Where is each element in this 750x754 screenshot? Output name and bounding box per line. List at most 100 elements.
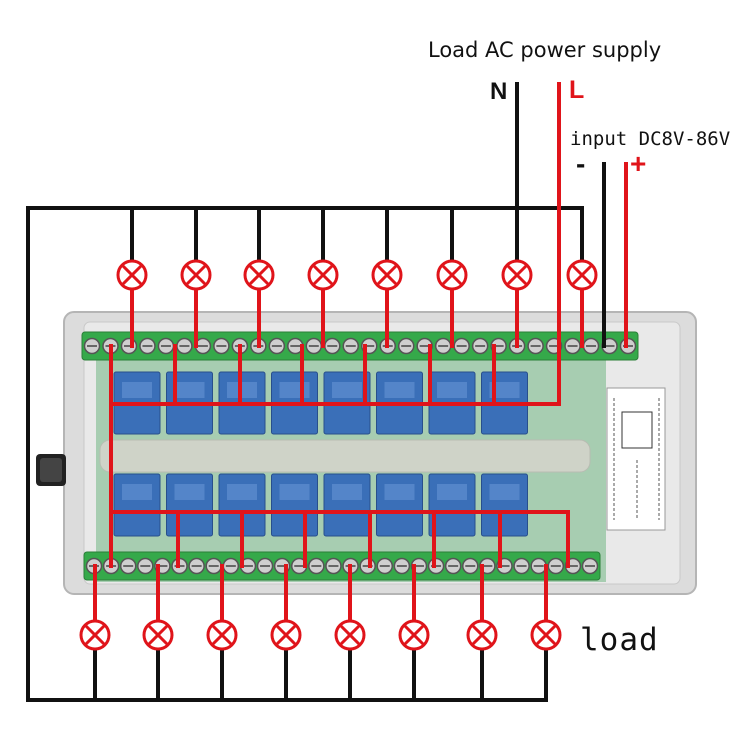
relay-body <box>113 473 161 537</box>
screw-terminal-icon <box>268 337 286 355</box>
screw-terminal-icon <box>462 557 479 575</box>
dc-minus-label: - <box>576 148 586 179</box>
relay-icon <box>428 473 476 537</box>
lamp-icon <box>243 259 275 291</box>
screw-terminal-icon <box>305 337 323 355</box>
screw-terminal-icon <box>139 337 156 355</box>
relay-marking <box>437 484 467 500</box>
lamp-cross <box>441 264 463 286</box>
screw-terminal-icon <box>308 557 325 575</box>
relay-marking <box>489 382 520 398</box>
terminal-strip-top <box>81 331 639 361</box>
relay-body <box>271 473 318 537</box>
lamp-icon <box>270 619 302 651</box>
relay-marking <box>122 382 152 398</box>
lamp-cross <box>211 624 233 646</box>
lamp-cross <box>471 624 493 646</box>
screw-terminal-icon <box>471 337 489 355</box>
screw-terminal-icon <box>513 557 530 575</box>
lamp-icon <box>180 259 212 291</box>
lamp-icon <box>530 619 562 651</box>
relay-marking <box>174 382 205 398</box>
wire <box>26 206 548 702</box>
screw-terminal-icon <box>222 557 240 575</box>
lamps-top <box>116 259 598 291</box>
screw-terminal-icon <box>324 337 341 355</box>
relay-icon <box>481 473 528 537</box>
screw-terminal-icon <box>564 337 581 355</box>
lamp-cross <box>535 624 557 646</box>
screw-terminal-icon <box>393 557 411 575</box>
wires <box>26 82 628 702</box>
lamp-cross <box>312 264 334 286</box>
lamp-cross <box>185 264 207 286</box>
relay-icon <box>113 473 161 537</box>
relay-body <box>481 473 528 537</box>
antenna-knob-icon <box>36 454 66 486</box>
screw-terminal-icon <box>434 337 452 355</box>
relay-marking <box>227 484 257 500</box>
info-label <box>606 387 666 531</box>
screw-terminal-icon <box>176 337 193 355</box>
relay-marking <box>279 382 310 398</box>
relay-marking <box>384 382 415 398</box>
screw-terminal-icon <box>376 557 394 575</box>
lamp-cross <box>339 624 361 646</box>
relay-marking <box>332 484 362 500</box>
lamp-cross <box>376 264 398 286</box>
center-strip <box>99 439 591 473</box>
info-schematic <box>621 411 653 449</box>
lamp-icon <box>436 259 468 291</box>
lamp-cross <box>84 624 106 646</box>
lamp-icon <box>334 619 366 651</box>
screw-terminal-icon <box>581 557 599 575</box>
relay-body <box>376 473 423 537</box>
screw-terminal-icon <box>188 557 205 575</box>
lamp-icon <box>79 619 111 651</box>
relay-marking <box>174 484 205 500</box>
lamp-icon <box>307 259 339 291</box>
load-label: load <box>580 622 659 658</box>
lamp-cross <box>403 624 425 646</box>
relay-marking <box>489 484 520 500</box>
lamp-icon <box>466 619 498 651</box>
screw-terminal-icon <box>205 557 222 575</box>
lamp-icon <box>566 259 598 291</box>
relay-icon <box>271 473 318 537</box>
screw-terminal-icon <box>397 337 415 355</box>
lamps-bottom <box>79 619 562 651</box>
load-supply-label: Load AC power supply <box>428 38 662 62</box>
neutral-label: N <box>490 78 508 105</box>
relay-marking <box>437 382 467 398</box>
screw-terminal-icon <box>359 557 376 575</box>
lamp-cross <box>121 264 143 286</box>
relay-body <box>166 473 213 537</box>
screw-terminal-icon <box>427 557 445 575</box>
screw-terminal-icon <box>213 337 230 355</box>
dc-plus-label: + <box>630 148 647 179</box>
screw-terminal-icon <box>157 337 175 355</box>
lamp-cross <box>248 264 270 286</box>
terminal-strip-bottom <box>83 551 601 581</box>
relay-icon <box>323 473 371 537</box>
relay-icon <box>166 473 213 537</box>
lamp-cross <box>506 264 528 286</box>
screw-terminal-icon <box>342 337 360 355</box>
relay-marking <box>279 484 310 500</box>
lamp-icon <box>206 619 238 651</box>
screw-terminal-icon <box>453 337 470 355</box>
screw-terminal-icon <box>530 557 547 575</box>
screw-terminal-icon <box>256 557 274 575</box>
lamp-icon <box>371 259 403 291</box>
relay-marking <box>384 484 415 500</box>
lamp-cross <box>571 264 593 286</box>
screw-terminal-icon <box>119 557 137 575</box>
lamp-icon <box>116 259 148 291</box>
screw-terminal-icon <box>444 557 462 575</box>
screw-terminal-icon <box>547 557 565 575</box>
relay-marking <box>332 382 362 398</box>
screw-terminal-icon <box>120 337 138 355</box>
relay-icon <box>218 473 266 537</box>
